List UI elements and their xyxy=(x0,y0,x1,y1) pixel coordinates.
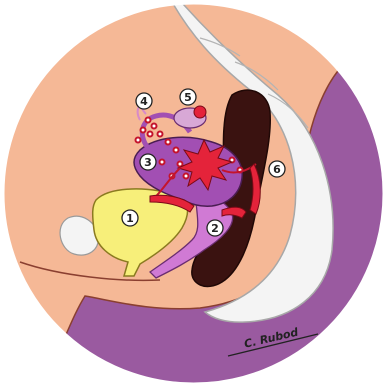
label-3-text: 3 xyxy=(144,156,152,169)
label-6: 6 xyxy=(269,161,285,177)
label-1: 1 xyxy=(122,210,138,226)
label-2-text: 2 xyxy=(211,222,219,235)
label-3: 3 xyxy=(140,154,156,170)
label-6-text: 6 xyxy=(273,163,281,176)
label-4-text: 4 xyxy=(140,95,148,108)
ovarian-lesion xyxy=(194,106,206,118)
label-5: 5 xyxy=(180,89,196,105)
label-2: 2 xyxy=(207,220,223,236)
label-1-text: 1 xyxy=(126,212,134,225)
label-4: 4 xyxy=(136,93,152,109)
label-5-text: 5 xyxy=(184,91,192,104)
